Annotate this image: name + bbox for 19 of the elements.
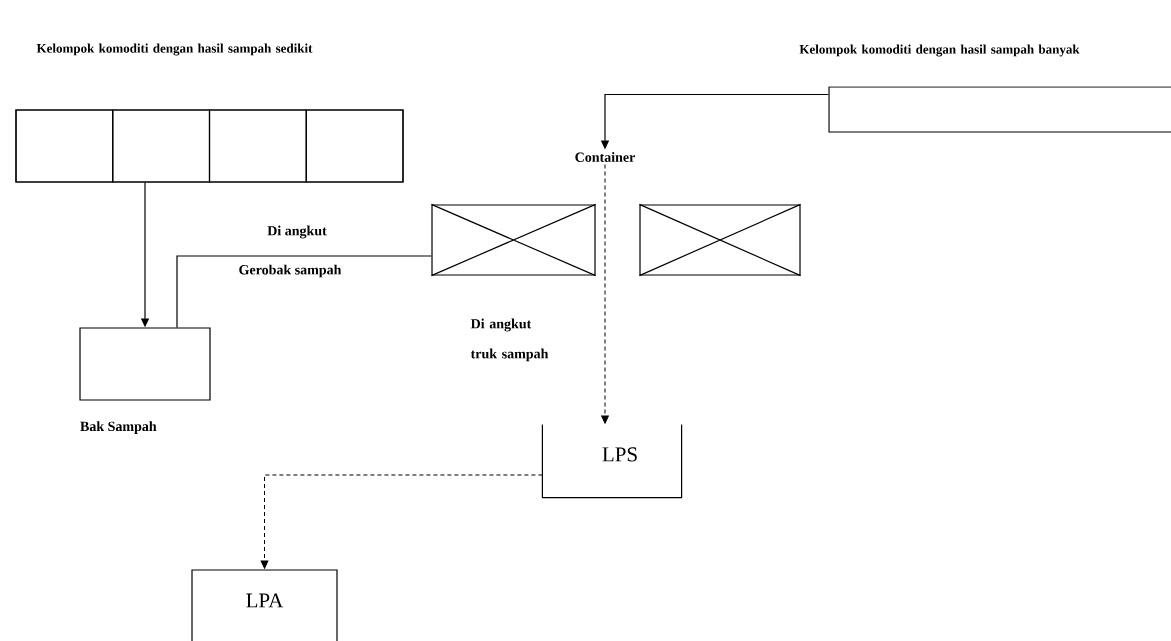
grid-cell [208, 109, 307, 183]
transport-label: Di angkut truk sampah [470, 318, 549, 362]
process-box: LPA [191, 569, 338, 641]
container-label: Container [575, 152, 636, 162]
arrow [260, 474, 543, 569]
node-label: Bak Sampah [80, 421, 157, 434]
node-label: Kelompok komoditi dengan hasil sampah sedikit [36, 43, 313, 56]
bin-box: Bak Sampah [79, 327, 211, 434]
crossed-box [638, 203, 802, 277]
transport-label: Gerobak sampah [239, 264, 342, 278]
arrow [601, 164, 609, 424]
node-label: Kelompok komoditi dengan hasil sampah banyak [799, 44, 1080, 57]
grid-cell [112, 109, 211, 183]
transport-label: Di angkut [267, 225, 327, 239]
open-box: LPS [541, 423, 683, 499]
grid-cell [15, 109, 114, 183]
grid-cell [305, 109, 404, 183]
crossed-box [430, 203, 597, 277]
bar-box: Kelompok komoditi dengan hasil sampah banyak [799, 44, 1171, 133]
